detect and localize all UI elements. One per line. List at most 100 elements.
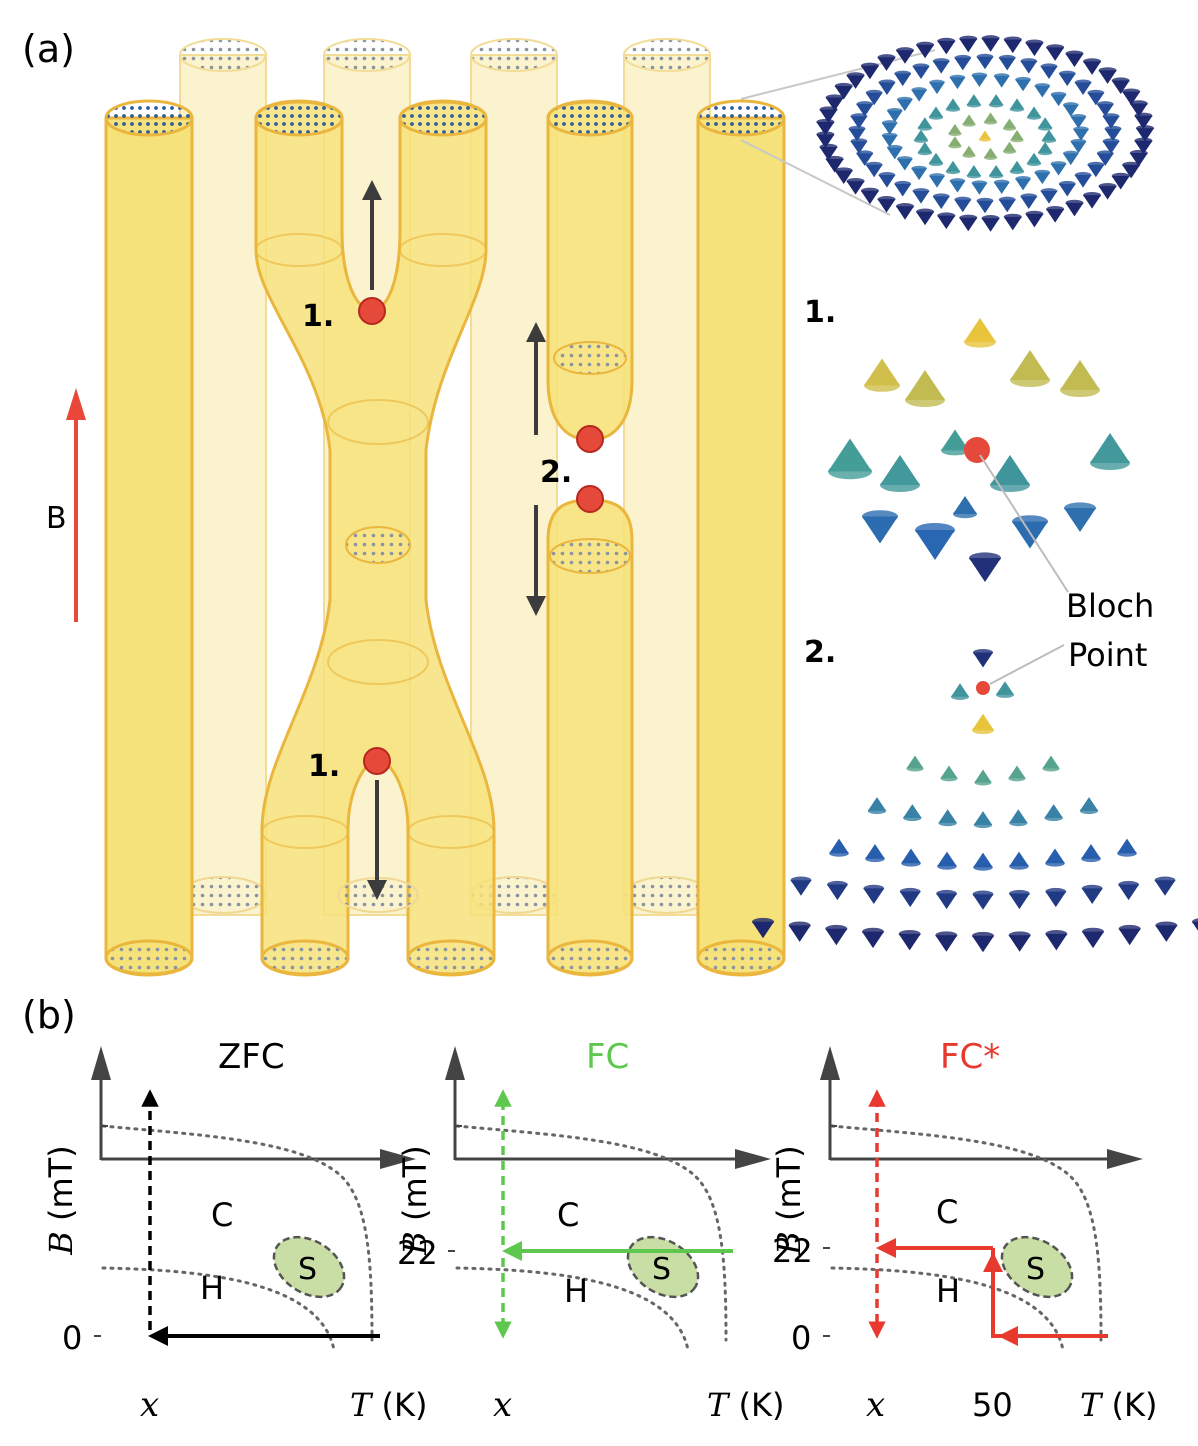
- spin-cone-base: [928, 161, 944, 167]
- spin-cone-base: [1058, 70, 1076, 77]
- spin-cone: [998, 199, 1016, 213]
- bloch-point-inset-one: [828, 318, 1130, 582]
- spin-cone: [856, 104, 874, 117]
- spin-cone: [901, 848, 921, 864]
- spin-cone-base: [856, 101, 874, 108]
- split-tube-upper: [546, 99, 634, 442]
- marker-two: 2.: [540, 455, 572, 490]
- spin-cone: [954, 57, 972, 71]
- spin-cone-base: [896, 156, 913, 162]
- spin-cone: [966, 94, 982, 105]
- spin-cone: [1041, 129, 1057, 141]
- spin-cone-base: [932, 58, 950, 64]
- spin-cone-base: [1003, 36, 1022, 43]
- spin-cone: [828, 438, 872, 472]
- spin-cone-base: [998, 196, 1016, 203]
- spin-cone-base: [1065, 50, 1084, 57]
- spin-cone-base: [1009, 819, 1028, 827]
- bloch-point-inset-two: [752, 649, 1198, 953]
- spin-cone: [1074, 82, 1092, 96]
- spin-cone: [877, 57, 896, 71]
- boundary-lower: [455, 1266, 690, 1352]
- spin-cone: [1003, 39, 1022, 54]
- spin-cone-base: [894, 70, 912, 77]
- spin-cone-base: [1015, 176, 1031, 182]
- spin-cone: [846, 181, 865, 195]
- spin-cone-base: [1102, 113, 1120, 120]
- plot-title: FC: [586, 1037, 629, 1077]
- spin-cone: [948, 136, 962, 147]
- spin-cone-base: [962, 122, 976, 127]
- x-tick: x: [140, 1385, 159, 1425]
- phase-diagram-fcstar: FC* C H S 22 0 x 50 B (mT) T (K): [770, 1037, 1157, 1425]
- spin-cone-base: [1083, 191, 1102, 199]
- spin-cone: [1062, 104, 1079, 117]
- spin-cone-base: [819, 143, 838, 151]
- spin-cone-base: [1020, 193, 1038, 200]
- boundary-lower: [830, 1266, 1065, 1352]
- spin-cone: [867, 797, 887, 811]
- spin-cone-base: [1118, 924, 1141, 933]
- spin-cone-base: [1136, 125, 1154, 132]
- y-tick-mid: 22: [397, 1234, 438, 1272]
- spin-cone-base: [894, 180, 912, 187]
- spin-cone-base: [862, 927, 884, 936]
- skyrmion-inset: [816, 35, 1154, 232]
- spin-cone: [937, 215, 956, 230]
- spin-cone-base: [1008, 775, 1026, 782]
- spin-cone: [932, 196, 950, 209]
- spin-cone-base: [816, 118, 835, 126]
- spin-cone: [1074, 174, 1092, 188]
- spin-cone: [996, 681, 1014, 695]
- spin-cone-base: [881, 120, 898, 126]
- spin-cone-base: [916, 208, 935, 215]
- spin-cone: [945, 160, 961, 172]
- spin-cone-base: [936, 889, 957, 898]
- spin-cone-base: [863, 884, 885, 893]
- spin-cone-base: [1020, 58, 1038, 64]
- field-arrow-head: [66, 388, 86, 420]
- spin-cone-base: [973, 863, 993, 871]
- spin-cone: [953, 496, 977, 514]
- spin-cone: [1102, 116, 1120, 129]
- spin-cone-base: [896, 47, 914, 54]
- spin-cone: [1098, 186, 1117, 200]
- spin-cone-base: [881, 132, 898, 139]
- bloch-point-icon: [964, 437, 990, 463]
- spin-cone-base: [1009, 106, 1025, 112]
- spin-cone: [979, 130, 991, 140]
- spin-cone: [941, 429, 969, 451]
- spin-cone: [1050, 94, 1067, 107]
- spin-cone: [1009, 851, 1029, 867]
- spin-cone-base: [865, 855, 885, 863]
- spin-cone-base: [954, 54, 972, 61]
- bloch-point-split-upper: [576, 425, 604, 453]
- spin-cone-base: [1002, 126, 1017, 131]
- spin-cone-base: [846, 72, 865, 79]
- spin-cone-base: [966, 173, 982, 179]
- spin-cone-base: [949, 178, 966, 184]
- spin-cone: [1045, 891, 1067, 908]
- spin-cone: [911, 168, 927, 181]
- spin-cone-base: [996, 691, 1014, 698]
- region-s: S: [652, 1252, 671, 1287]
- spin-cone: [972, 894, 994, 910]
- spin-cone-base: [905, 393, 945, 407]
- spin-cone-base: [1074, 79, 1092, 86]
- y-tick-low: 0: [791, 1319, 811, 1357]
- spin-cone: [976, 200, 994, 214]
- spin-cone-base: [973, 821, 993, 829]
- spin-cone-base: [901, 859, 921, 867]
- spin-cone-base: [1062, 150, 1079, 157]
- spin-cone-base: [850, 138, 868, 145]
- spin-cone-base: [973, 649, 993, 656]
- spin-cone: [1058, 183, 1076, 197]
- x-tick: x: [493, 1385, 512, 1425]
- spin-cone: [896, 158, 913, 171]
- spin-cone-base: [911, 87, 927, 93]
- spin-cone-base: [886, 144, 903, 151]
- spin-cone: [1098, 70, 1117, 84]
- spin-cone: [1104, 128, 1122, 142]
- spin-cone: [819, 146, 838, 161]
- spin-cone: [894, 183, 912, 197]
